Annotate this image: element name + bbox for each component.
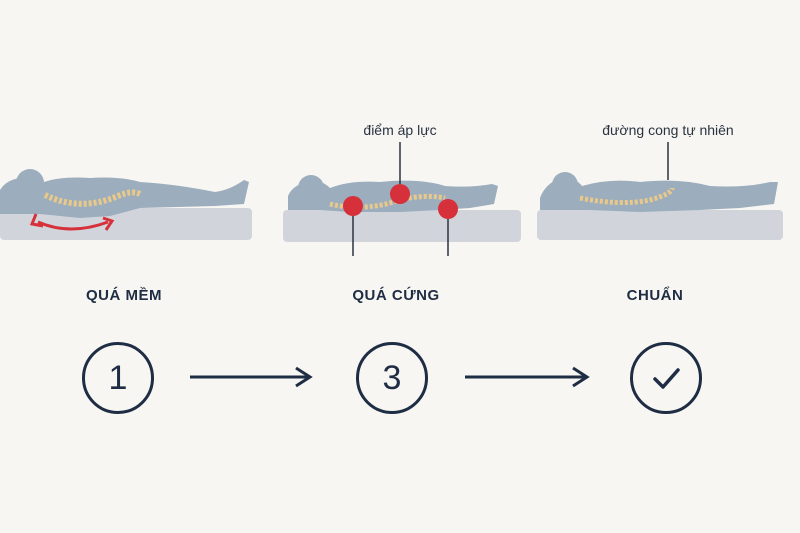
spine	[43, 189, 142, 207]
step-circle-3: 3	[356, 342, 428, 414]
pressure-point-hip	[390, 184, 410, 204]
sag-arrow	[37, 220, 109, 231]
sag-arrow-head-right	[102, 216, 115, 231]
label-too-firm: QUÁ CỨNG	[352, 287, 440, 304]
soft-mattress-scene	[0, 169, 252, 240]
ideal-mattress-scene	[537, 142, 783, 240]
step-number: 1	[108, 358, 128, 397]
natural-curve-annotation: đường cong tự nhiên	[602, 122, 734, 138]
label-just-right: CHUẨN	[626, 287, 684, 304]
flow-arrow-2	[465, 366, 590, 388]
label-too-soft: QUÁ MỀM	[86, 287, 162, 304]
step-number: 3	[382, 358, 402, 397]
sag-arrow-head-left	[29, 213, 44, 228]
spine	[579, 187, 675, 206]
ideal-mattress	[537, 210, 783, 240]
step-circle-1: 1	[82, 342, 154, 414]
check-icon	[653, 368, 680, 389]
pressure-point-leg	[438, 199, 458, 219]
head	[16, 169, 44, 197]
firm-mattress-scene	[283, 142, 521, 256]
step-circle-check	[630, 342, 702, 414]
pressure-point-annotation: điểm áp lực	[363, 122, 437, 138]
head	[298, 175, 324, 201]
flow-arrow-1	[190, 366, 313, 388]
firm-mattress	[283, 210, 521, 242]
pressure-point-shoulder	[343, 196, 363, 216]
head	[552, 172, 578, 198]
